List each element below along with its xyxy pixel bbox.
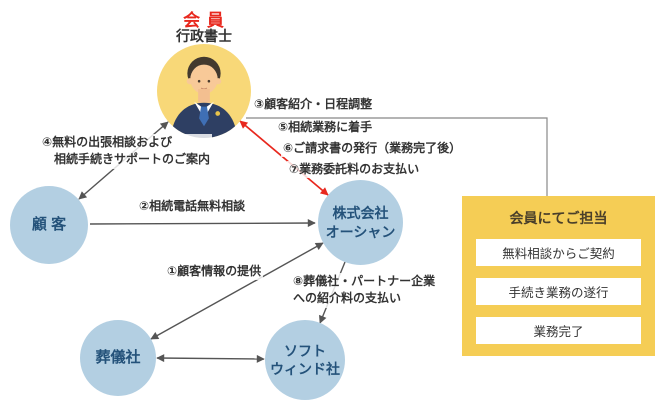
arrow-funeral-softwind (156, 354, 265, 363)
node-funeral-company: 葬儀社 (80, 320, 156, 396)
arrow-funeral-ocean (150, 242, 324, 340)
arrow-label-referral-fee-payment: ⑧葬儀社・パートナー企業 への紹介料の支払い (291, 273, 438, 308)
member-title: 会 員 (183, 11, 225, 30)
member-avatar (157, 44, 251, 138)
panel-title: 会員にてご担当 (509, 210, 608, 226)
node-customer: 顧 客 (10, 186, 88, 264)
panel-item-complete: 業務完了 (476, 317, 641, 344)
arrow-label-free-visit-consultation: ④無料の出張相談および 相続手続きサポートのご案内 (40, 134, 213, 169)
member-subtitle: 行政書士 (176, 28, 232, 44)
node-softwind: ソフト ウィンド社 (265, 320, 345, 400)
member-tasks-panel: 会員にてご担当 無料相談からご契約 手続き業務の遂行 業務完了 (462, 196, 655, 356)
connector-panel-member (246, 117, 548, 196)
arrow-label-customer-referral-scheduling: ③顧客紹介・日程調整 (252, 96, 375, 114)
arrow-label-customer-info-provision: ①顧客情報の提供 (165, 263, 264, 281)
node-ocean: 株式会社 オーシャン (318, 180, 403, 265)
arrow-label-commission-payment: ⑦業務委託料のお支払い (287, 161, 422, 179)
arrow-label-invoice-issue: ⑥ご請求書の発行（業務完了後） (281, 140, 464, 158)
arrow-member-ocean-red (239, 120, 329, 196)
arrow-label-free-phone-consultation: ②相続電話無料相談 (137, 198, 248, 216)
panel-item-procedure: 手続き業務の遂行 (476, 278, 641, 305)
person-in-suit-icon (170, 56, 238, 138)
panel-item-contract: 無料相談からご契約 (476, 239, 641, 266)
arrow-customer-ocean (89, 219, 316, 228)
arrow-label-start-inheritance-work: ⑤相続業務に着手 (276, 119, 375, 137)
